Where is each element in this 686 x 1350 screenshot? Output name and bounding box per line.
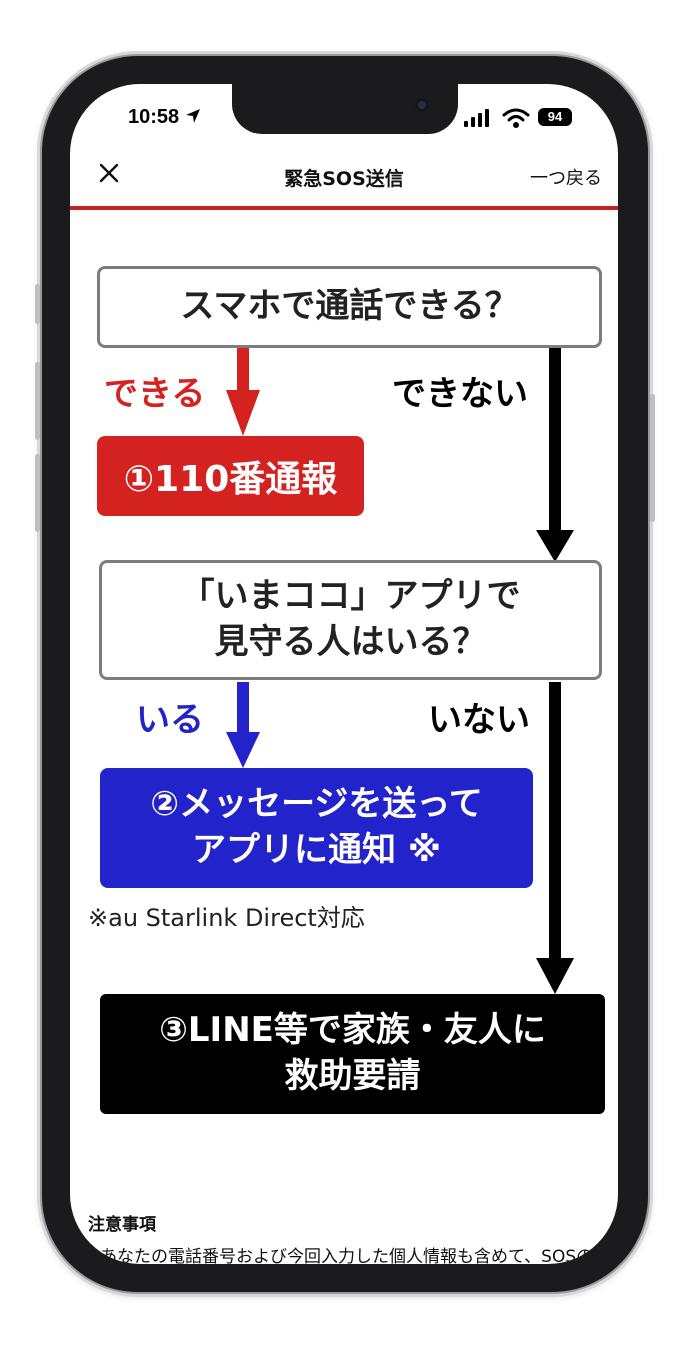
status-time-label: 10:58 [128, 106, 180, 128]
silent-switch [35, 284, 40, 324]
yes-label-2: いる [136, 700, 204, 740]
question-1-label: スマホで通話できる？ [180, 286, 519, 327]
battery-icon: 94 [538, 108, 572, 126]
question-2-box: 「いまココ」アプリで 見守る人はいる？ [99, 560, 602, 680]
answer-3-line1: ③LINE等で家族・友人に [159, 1010, 546, 1051]
back-button[interactable]: 一つ戻る [530, 168, 602, 189]
question-2-line1: 「いまココ」アプリで [180, 576, 521, 617]
arrow-no-2 [536, 682, 574, 994]
yes-label-1: できる [104, 374, 206, 414]
answer-2-line1: ②メッセージを送って [150, 784, 483, 825]
answer-1-box: ①110番通報 [97, 436, 364, 516]
answer-1-label: ①110番通報 [123, 459, 338, 500]
answer-2-line2: アプリに通知 ※ [192, 830, 441, 870]
answer-3-box: ③LINE等で家族・友人に 救助要請 [100, 994, 605, 1114]
nav-bar: 緊急SOS送信 一つ戻る [70, 144, 618, 206]
answer-3-line2: 救助要請 [284, 1056, 421, 1096]
power-button [650, 394, 655, 522]
arrow-yes-1 [226, 346, 260, 436]
question-1-box: スマホで通話できる？ [97, 266, 602, 348]
footnote: ※au Starlink Direct対応 [88, 904, 365, 932]
page-title: 緊急SOS送信 [284, 168, 404, 190]
no-label-2: いない [428, 700, 530, 740]
battery-level: 94 [547, 109, 563, 124]
volume-up-button [35, 362, 40, 440]
flow-arrows [226, 346, 574, 994]
close-icon[interactable] [98, 162, 120, 184]
arrow-no-1 [536, 346, 574, 562]
volume-down-button [35, 454, 40, 532]
header-divider [70, 206, 618, 210]
question-2-line2: 見守る人はいる？ [214, 622, 487, 662]
wifi-icon [502, 108, 530, 128]
phone-screen: 10:58 94 緊急SOS送信 一つ戻る [70, 84, 618, 1264]
arrow-yes-2 [226, 682, 260, 768]
caution-text: あなたの電話番号および今回入力した個人情報も含めて、SOSの [100, 1247, 594, 1264]
location-arrow-icon [185, 109, 200, 123]
notch [232, 84, 458, 134]
answer-2-box: ②メッセージを送って アプリに通知 ※ [100, 768, 533, 888]
status-time: 10:58 [128, 106, 201, 129]
no-label-1: できない [392, 374, 528, 414]
camera-icon [415, 98, 429, 112]
signal-icon [464, 109, 489, 127]
caution-title: 注意事項 [88, 1215, 156, 1235]
